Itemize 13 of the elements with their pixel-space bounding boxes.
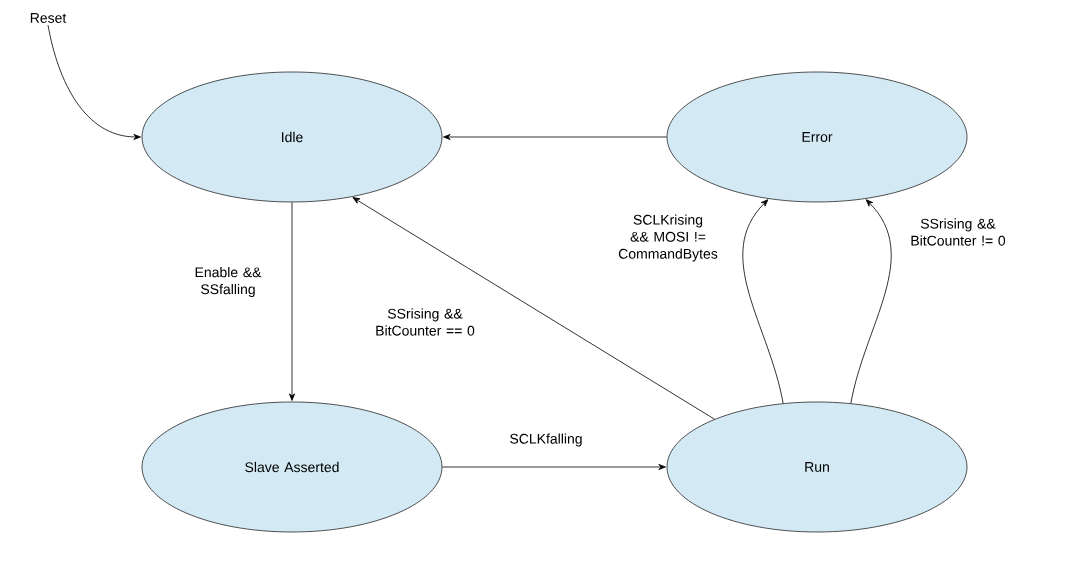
arrow: [289, 202, 295, 401]
arrow: [442, 464, 666, 470]
arrow: [352, 197, 715, 420]
edge-label: SCLKrising && MOSI != CommandBytes: [618, 214, 718, 262]
arrow: [850, 199, 892, 404]
edge-label: SSrising && BitCounter != 0: [911, 218, 1006, 246]
arrow: [742, 199, 784, 404]
edge-label: SSrising && BitCounter == 0: [376, 308, 475, 336]
edge-label: Enable && SSfalling: [195, 266, 262, 297]
arrow: [47, 24, 141, 140]
arrow: [443, 134, 667, 140]
edge-label: SCLKfalling: [510, 433, 582, 447]
start-label: Reset: [30, 13, 67, 23]
